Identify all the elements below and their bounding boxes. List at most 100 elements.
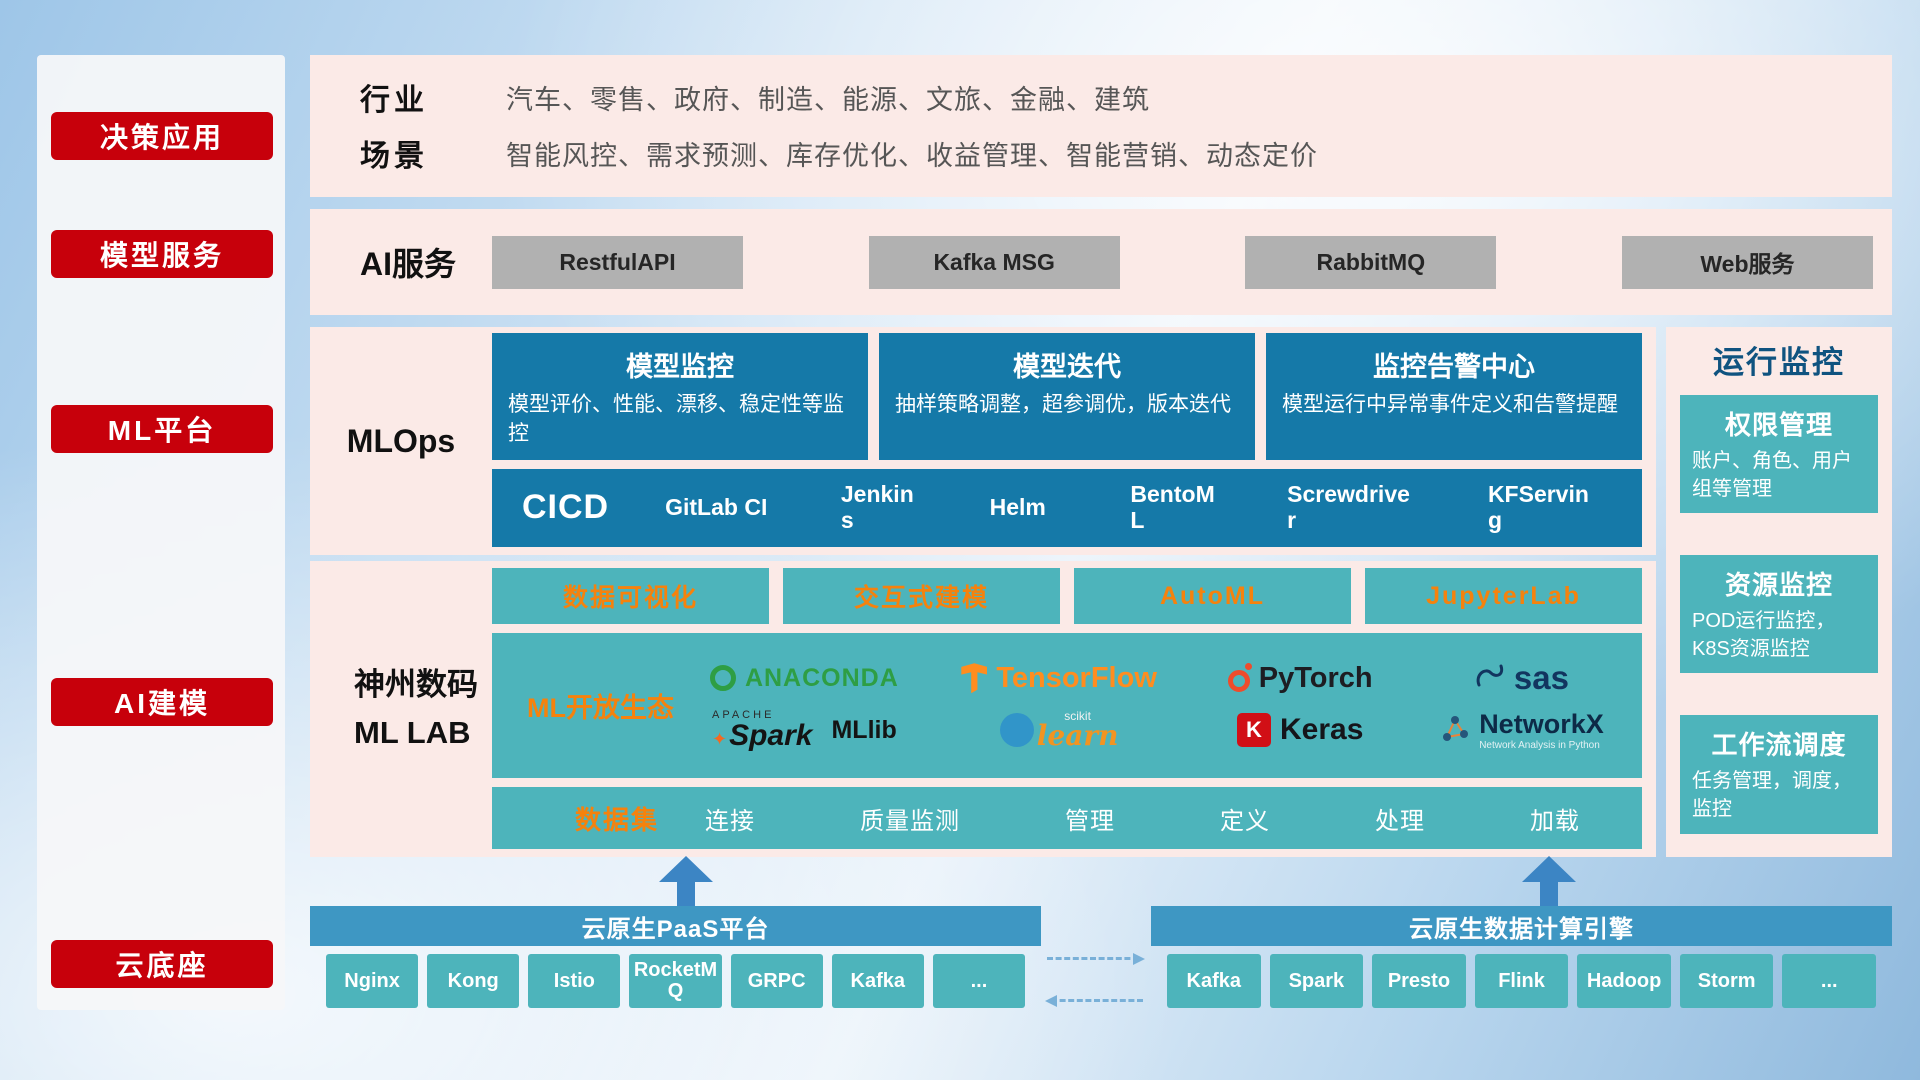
anaconda-wordmark: ANACONDA [744, 663, 899, 692]
component-kafka: Kafka [1167, 954, 1261, 1008]
service-web: Web服务 [1621, 235, 1873, 289]
tool-gitlab-ci: GitLab CI [665, 493, 768, 520]
left-layer-rail [37, 55, 285, 1010]
scenario-label: 场景 [360, 140, 428, 173]
sas-swoosh-icon [1475, 663, 1505, 694]
keras-k-icon: K [1236, 713, 1271, 748]
paas-components: Nginx Kong Istio RocketMQ GRPC Kafka ... [310, 946, 1041, 1008]
industry-label: 行业 [360, 84, 428, 117]
cloud-paas-platform: 云原生PaaS平台 Nginx Kong Istio RocketMQ GRPC… [310, 906, 1041, 1008]
up-arrow-data-engine [1522, 856, 1576, 906]
scikit-label: scikit [1064, 709, 1091, 724]
tool-jupyterlab: JupyterLab [1365, 568, 1642, 624]
mllib-wordmark: MLlib [831, 715, 897, 744]
mllab-panel: 神州数码 ML LAB 数据可视化 交互式建模 AutoML JupyterLa… [310, 561, 1656, 857]
cicd-tools: GitLab CI Jenkins Helm BentoML Screwdriv… [665, 481, 1596, 534]
spark-mllib-logo: APACHE Spark MLlib [712, 709, 897, 751]
service-restfulapi: RestfulAPI [492, 235, 743, 289]
dataset-connect: 连接 [705, 807, 756, 835]
industry-row: 行业 汽车、零售、政府、制造、能源、文旅、金融、建筑 [360, 69, 1892, 125]
dataset-define: 定义 [1219, 807, 1270, 835]
anaconda-ring-icon [709, 665, 736, 692]
cloud-data-engine: 云原生数据计算引擎 Kafka Spark Presto Flink Hadoo… [1151, 906, 1892, 1008]
card-desc: 任务管理，调度，监控 [1692, 770, 1852, 820]
layer-label-ai-modeling: AI建模 [51, 678, 273, 726]
runtime-monitoring-title: 运行监控 [1713, 345, 1845, 380]
card-title: 工作流调度 [1711, 730, 1847, 761]
layer-label-ml-platform: ML平台 [51, 405, 273, 453]
networkx-subtitle: Network Analysis in Python [1479, 740, 1600, 752]
tool-jenkins: Jenkins [840, 481, 914, 533]
component-nginx: Nginx [326, 954, 419, 1008]
networkx-graph-icon [1440, 713, 1470, 748]
card-title: 资源监控 [1724, 570, 1833, 601]
component-more: ... [932, 954, 1025, 1008]
card-desc: 模型运行中异常事件定义和告警提醒 [1282, 393, 1618, 416]
scikit-learn-wordmark: scikit learn [1037, 710, 1119, 750]
tensorflow-logo: TensorFlow [961, 662, 1157, 695]
keras-logo: K Keras [1236, 713, 1364, 748]
cicd-label: CICD [522, 488, 610, 527]
networkx-wordmark-block: NetworkX Network Analysis in Python [1479, 709, 1604, 752]
ai-services-panel: AI服务 RestfulAPI Kafka MSG RabbitMQ Web服务 [310, 209, 1892, 315]
runtime-monitoring-cards: 权限管理 账户、角色、用户组等管理 资源监控 POD运行监控，K8S资源监控 工… [1680, 395, 1878, 834]
tool-data-visualization: 数据可视化 [492, 568, 769, 624]
component-spark: Spark [1269, 954, 1364, 1008]
dashed-arrow-right [1047, 953, 1145, 965]
mllab-label-line1: 神州数码 [354, 666, 478, 702]
spark-wordmark: Spark [712, 720, 812, 751]
card-desc: 模型评价、性能、漂移、稳定性等监控 [508, 393, 844, 445]
dataset-load: 加载 [1529, 807, 1580, 835]
component-hadoop: Hadoop [1577, 954, 1671, 1008]
card-desc: 账户、角色、用户组等管理 [1692, 450, 1852, 500]
mlops-cards: 模型监控 模型评价、性能、漂移、稳定性等监控 模型迭代 抽样策略调整，超参调优，… [492, 333, 1642, 460]
scikit-learn-icon [999, 713, 1034, 748]
ml-ecosystem-logos: ANACONDA TensorFlow PyTorch sas [677, 659, 1630, 752]
ai-services-row: RestfulAPI Kafka MSG RabbitMQ Web服务 [492, 235, 1892, 289]
pytorch-logo: PyTorch [1227, 661, 1373, 695]
mllab-label-line2: ML LAB [354, 715, 471, 750]
card-resource-monitoring: 资源监控 POD运行监控，K8S资源监控 [1680, 555, 1878, 674]
tool-automl: AutoML [1074, 568, 1351, 624]
component-rocketmq: RocketMQ [629, 954, 722, 1008]
component-grpc: GRPC [730, 954, 823, 1008]
cicd-bar: CICD GitLab CI Jenkins Helm BentoML Scre… [492, 468, 1642, 547]
component-more: ... [1782, 954, 1877, 1008]
tool-bentoml: BentoML [1130, 481, 1215, 533]
tool-helm: Helm [989, 493, 1046, 520]
industry-values: 汽车、零售、政府、制造、能源、文旅、金融、建筑 [506, 84, 1150, 115]
pytorch-flame-icon [1227, 663, 1252, 693]
data-engine-components: Kafka Spark Presto Flink Hadoop Storm ..… [1151, 946, 1892, 1008]
learn-label: learn [1036, 719, 1119, 753]
dataset-manage: 管理 [1064, 807, 1115, 835]
mllab-content: 数据可视化 交互式建模 AutoML JupyterLab ML开放生态 ANA… [492, 561, 1656, 857]
dashed-arrow-left [1045, 995, 1143, 1007]
scikit-learn-logo: scikit learn [999, 710, 1119, 750]
sas-wordmark: sas [1513, 659, 1569, 697]
card-title: 模型迭代 [1013, 352, 1121, 382]
industry-scenario-panel: 行业 汽车、零售、政府、制造、能源、文旅、金融、建筑 场景 智能风控、需求预测、… [310, 55, 1892, 197]
mllab-label: 神州数码 ML LAB [310, 561, 492, 857]
service-kafka-msg: Kafka MSG [868, 235, 1120, 289]
data-engine-title-bar: 云原生数据计算引擎 [1151, 906, 1892, 946]
component-kafka: Kafka [831, 954, 924, 1008]
tool-screwdriver: Screwdriver [1287, 481, 1410, 533]
component-flink: Flink [1474, 954, 1569, 1008]
dataset-quality: 质量监测 [860, 807, 960, 835]
component-istio: Istio [528, 954, 621, 1008]
sas-logo: sas [1475, 659, 1569, 697]
card-permission-management: 权限管理 账户、角色、用户组等管理 [1680, 395, 1878, 514]
card-workflow-scheduling: 工作流调度 任务管理，调度，监控 [1680, 715, 1878, 834]
dataset-label: 数据集 [575, 804, 660, 835]
anaconda-logo: ANACONDA [709, 663, 899, 693]
dataset-items: 连接 质量监测 管理 定义 处理 加载 [705, 801, 1580, 836]
service-rabbitmq: RabbitMQ [1245, 235, 1497, 289]
networkx-logo: NetworkX Network Analysis in Python [1440, 709, 1604, 752]
ml-ecosystem-label: ML开放生态 [527, 693, 674, 723]
keras-wordmark: Keras [1279, 713, 1364, 747]
paas-title-bar: 云原生PaaS平台 [310, 906, 1041, 946]
card-model-iteration: 模型迭代 抽样策略调整，超参调优，版本迭代 [879, 333, 1255, 460]
pytorch-wordmark: PyTorch [1258, 661, 1373, 694]
card-desc: POD运行监控，K8S资源监控 [1692, 610, 1836, 660]
